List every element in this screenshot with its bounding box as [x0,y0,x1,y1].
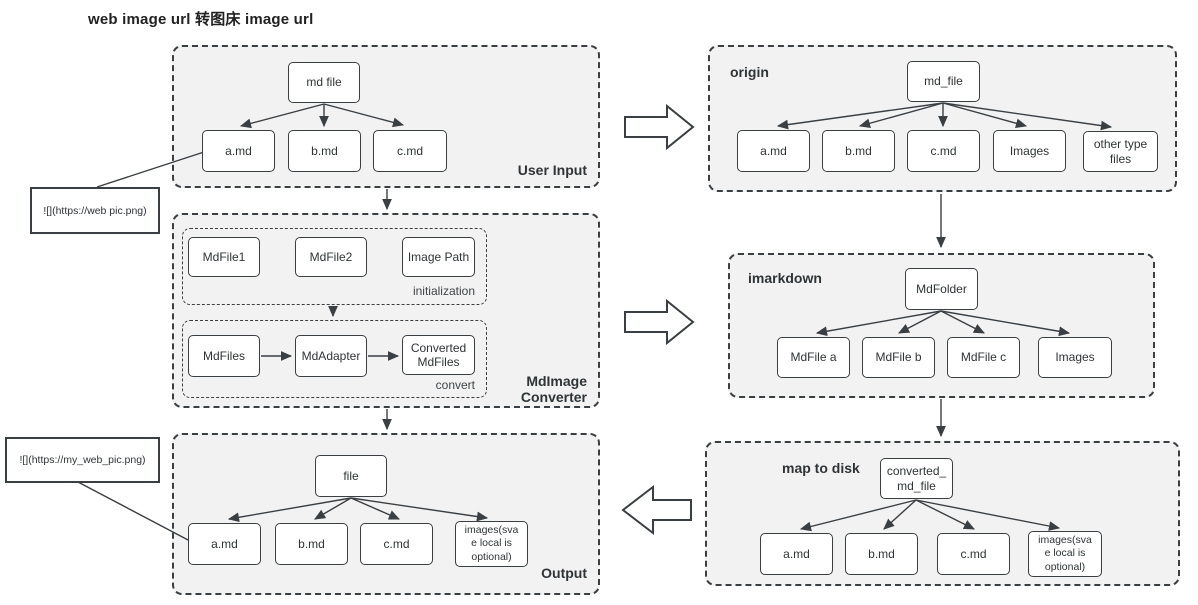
block-arrow-left-bottom [621,484,692,536]
diagram-title: web image url 转图床 image url [88,11,314,28]
output-images-node: images(sva e local is optional) [455,521,528,567]
map-c-md-node: c.md [937,533,1010,575]
user-input-label: User Input [517,162,587,178]
imarkdown-mdfolder-node: MdFolder [905,268,978,310]
imarkdown-mdfile-a-node: MdFile a [777,337,850,378]
convert-label: convert [435,378,475,392]
mdadapter-node: MdAdapter [295,335,367,377]
mdfile1-node: MdFile1 [188,237,260,277]
output-label: Output [541,565,587,581]
converted-mdfiles-node: Converted MdFiles [402,335,475,375]
origin-images-node: Images [993,130,1066,172]
imarkdown-label: imarkdown [748,270,822,286]
converter-label: MdImage Converter [520,373,587,405]
mdfile2-node: MdFile2 [295,237,367,277]
my-web-pic-note: ![](https://my_web_pic.png) [5,437,160,483]
output-b-md-node: b.md [275,523,348,565]
output-file-node: file [315,455,387,497]
output-tree-edges [227,497,489,523]
user-input-tree-edges [239,103,405,129]
origin-b-md-node: b.md [822,130,895,172]
origin-md-file-node: md_file [907,61,980,102]
imarkdown-mdfile-c-node: MdFile c [947,337,1020,378]
output-a-md-node: a.md [188,523,261,565]
user-input-md-file-node: md file [288,62,360,103]
imarkdown-tree-edges [815,310,1071,337]
map-a-md-node: a.md [760,533,833,575]
mdfiles-node: MdFiles [188,335,260,377]
origin-other-type-files-node: other type files [1083,131,1158,172]
origin-a-md-node: a.md [737,130,810,172]
initialization-group [182,228,487,305]
output-c-md-node: c.md [360,523,433,565]
user-input-b-md-node: b.md [288,130,361,172]
image-path-node: Image Path [402,237,475,277]
imarkdown-mdfile-b-node: MdFile b [862,337,935,378]
block-arrow-right-middle [624,298,695,346]
block-arrow-right-top [624,103,695,151]
converted-md-file-node: converted_ md_file [880,458,953,499]
imarkdown-images-node: Images [1038,337,1112,378]
origin-tree-edges [776,102,1113,131]
origin-label: origin [730,64,769,80]
map-b-md-node: b.md [845,533,918,575]
initialization-label: initialization [412,284,475,298]
convert-group [182,320,487,398]
map-images-node: images(sva e local is optional) [1028,531,1102,577]
flow-arrows [328,189,946,438]
map-to-disk-label: map to disk [782,460,860,476]
web-pic-note: ![](https://web pic.png) [30,187,160,234]
map-to-disk-tree-edges [799,499,1061,532]
note-connector-lines [77,151,205,542]
origin-c-md-node: c.md [907,130,980,172]
user-input-c-md-node: c.md [373,130,447,172]
user-input-a-md-node: a.md [202,130,275,172]
